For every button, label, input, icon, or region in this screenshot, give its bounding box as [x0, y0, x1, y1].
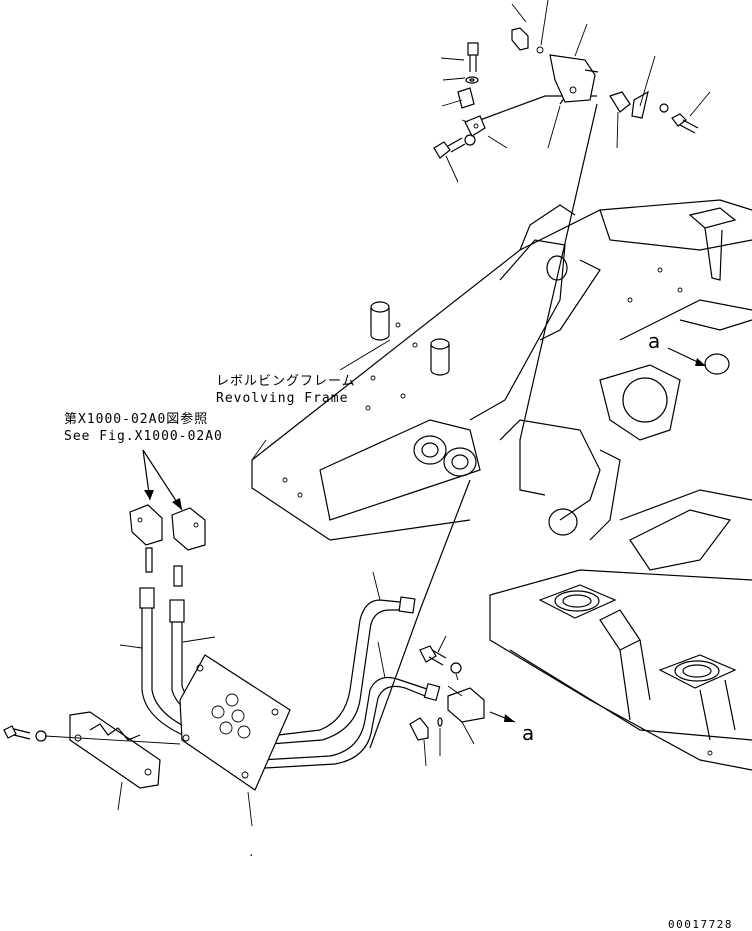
reference-brackets [129, 449, 206, 551]
boss-left [370, 301, 390, 341]
lower-frame [489, 569, 752, 771]
hose-route-line [369, 89, 598, 749]
revolving-frame-label-jp: レボルビングフレーム [216, 374, 356, 389]
drawing-number: 00017728 [668, 918, 733, 931]
view-marker-top: a [648, 329, 660, 353]
see-fig-label-jp: 第X1000-02A0図参照 [64, 411, 208, 427]
bolt-guard [3, 725, 31, 740]
top-parts [433, 0, 711, 183]
dot-mark: . [248, 846, 256, 859]
flange-left [538, 584, 617, 619]
grommet-cluster [211, 693, 251, 739]
revolving-frame [251, 199, 752, 571]
leader-lines [117, 339, 475, 827]
boss-right [430, 338, 450, 376]
cover-plate [179, 654, 291, 791]
flange-right [658, 654, 737, 689]
bolt-top-1 [467, 42, 479, 72]
lower-small-parts [409, 645, 516, 741]
bolt-left [433, 137, 466, 159]
see-fig-label-en: See Fig.X1000-02A0 [64, 429, 223, 444]
bolt-right [671, 113, 699, 134]
revolving-frame-label-en: Revolving Frame [216, 391, 348, 406]
view-marker-bottom: a [522, 721, 534, 745]
bolt-lower [419, 645, 447, 666]
guard-plate [3, 711, 181, 789]
